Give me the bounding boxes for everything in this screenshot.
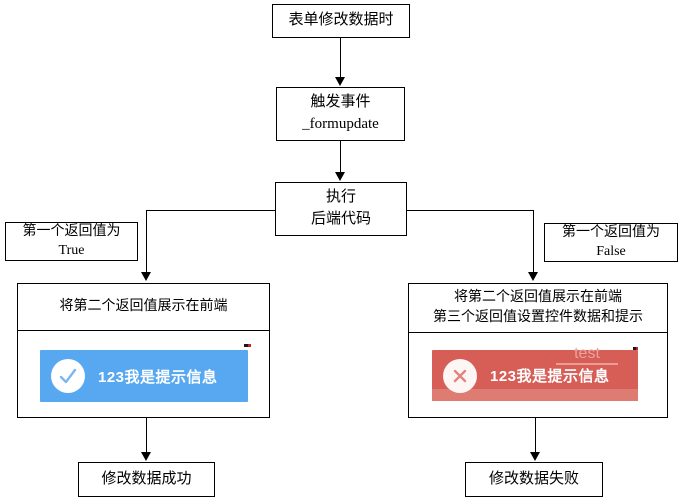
connector-start-trigger (340, 38, 341, 78)
node-modify-failure-label: 修改数据失败 (488, 470, 579, 487)
connector-execute-left-h (146, 210, 275, 211)
connector-failure-result (535, 418, 536, 452)
label-true-line1: 第一个返回值为 (22, 223, 121, 239)
node-success-branch: 将第二个返回值展示在前端 123我是提示信息 (17, 283, 270, 418)
label-first-return-false: 第一个返回值为 False (544, 223, 678, 262)
artifact-speck (633, 347, 638, 350)
label-first-return-true: 第一个返回值为 True (5, 222, 138, 261)
node-execute-line1: 执行 (325, 189, 356, 206)
node-form-modify: 表单修改数据时 (272, 4, 410, 38)
success-toast-message: 123我是提示信息 (98, 368, 218, 386)
node-trigger-event: 触发事件 _formupdate (276, 87, 405, 141)
label-false-line2: False (596, 243, 626, 259)
connector-execute-right-h (407, 210, 533, 211)
failure-toast: test 123我是提示信息 (432, 346, 638, 401)
node-trigger-line1: 触发事件 (310, 94, 371, 111)
node-execute-line2: 后端代码 (310, 211, 371, 227)
failure-branch-title-line1: 将第二个返回值展示在前端 (454, 290, 622, 306)
arrowhead-start-trigger (335, 77, 345, 86)
connector-execute-left-v (146, 210, 147, 272)
close-icon (443, 359, 477, 393)
label-true-line2: True (58, 242, 85, 258)
failure-branch-title: 将第二个返回值展示在前端 第三个返回值设置控件数据和提示 (409, 284, 667, 333)
failure-toast-message: 123我是提示信息 (490, 368, 610, 385)
failure-toast-strip (432, 389, 638, 401)
check-icon (51, 359, 85, 393)
artifact-speck (244, 344, 251, 347)
connector-trigger-execute (340, 141, 341, 172)
arrowhead-right-branch (528, 272, 538, 281)
arrowhead-trigger-execute (335, 172, 345, 181)
node-failure-branch: 将第二个返回值展示在前端 第三个返回值设置控件数据和提示 test 123我是提… (408, 283, 668, 418)
failure-branch-title-line2: 第三个返回值设置控件数据和提示 (433, 310, 643, 325)
connector-success-result (146, 418, 147, 452)
arrowhead-failure-result (530, 452, 540, 461)
arrowhead-left-branch (141, 272, 151, 281)
node-execute-backend: 执行 后端代码 (275, 182, 407, 236)
label-false-line1: 第一个返回值为 (562, 224, 660, 240)
node-trigger-line2: _formupdate (302, 116, 379, 132)
node-form-modify-label: 表单修改数据时 (288, 12, 394, 29)
success-branch-title-text: 将第二个返回值展示在前端 (59, 299, 228, 315)
node-modify-success-label: 修改数据成功 (101, 470, 192, 487)
connector-execute-right-v (533, 210, 534, 272)
success-toast: 123我是提示信息 (40, 350, 248, 402)
node-modify-failure: 修改数据失败 (465, 462, 603, 497)
arrowhead-success-result (141, 452, 151, 461)
node-modify-success: 修改数据成功 (78, 462, 215, 497)
success-branch-title: 将第二个返回值展示在前端 (18, 284, 269, 331)
watermark: test (556, 346, 618, 365)
